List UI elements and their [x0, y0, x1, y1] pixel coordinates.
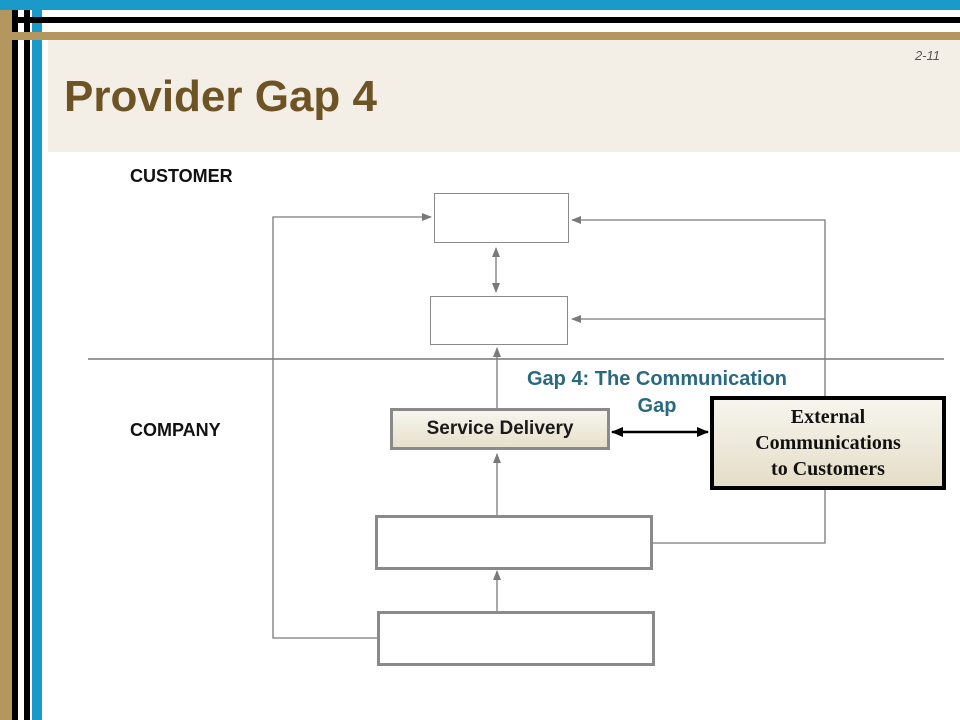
frame-white-left: [18, 0, 24, 720]
service-delivery-box: Service Delivery: [390, 408, 610, 450]
external-comm-line-3: to Customers: [771, 458, 885, 480]
frame-blue-left: [32, 0, 42, 720]
gap4-label-line-2: Gap: [637, 395, 677, 417]
external-comm-line-2: Communications: [755, 432, 901, 454]
service-standards-box: [375, 515, 653, 570]
customer-label: CUSTOMER: [130, 166, 233, 186]
slide-number: 2-11: [914, 48, 940, 63]
perceived-service-box: [430, 296, 568, 345]
gap4-label-line-1: Gap 4: The Communication: [526, 368, 788, 390]
expected-service-box: [434, 193, 569, 243]
frame-black-left: [12, 0, 18, 720]
gap4-label: Gap 4: The Communication Gap: [497, 366, 817, 420]
external-comm-line-1: External: [790, 406, 866, 428]
frame-tan-top: [12, 32, 960, 40]
frame-blue-top: [0, 0, 960, 10]
frame-black-top: [12, 17, 960, 23]
left-loop-arrow: [272, 213, 432, 639]
right-loop-line: [571, 216, 826, 544]
customer-driven-design-box: [377, 611, 655, 666]
frame-tan-left: [0, 0, 12, 720]
page-title: Provider Gap 4: [64, 72, 378, 121]
title-band: [48, 40, 960, 152]
company-label: COMPANY: [130, 420, 221, 440]
external-communications-box: External Communications to Customers: [710, 396, 946, 490]
frame-black-left-2: [24, 0, 30, 720]
